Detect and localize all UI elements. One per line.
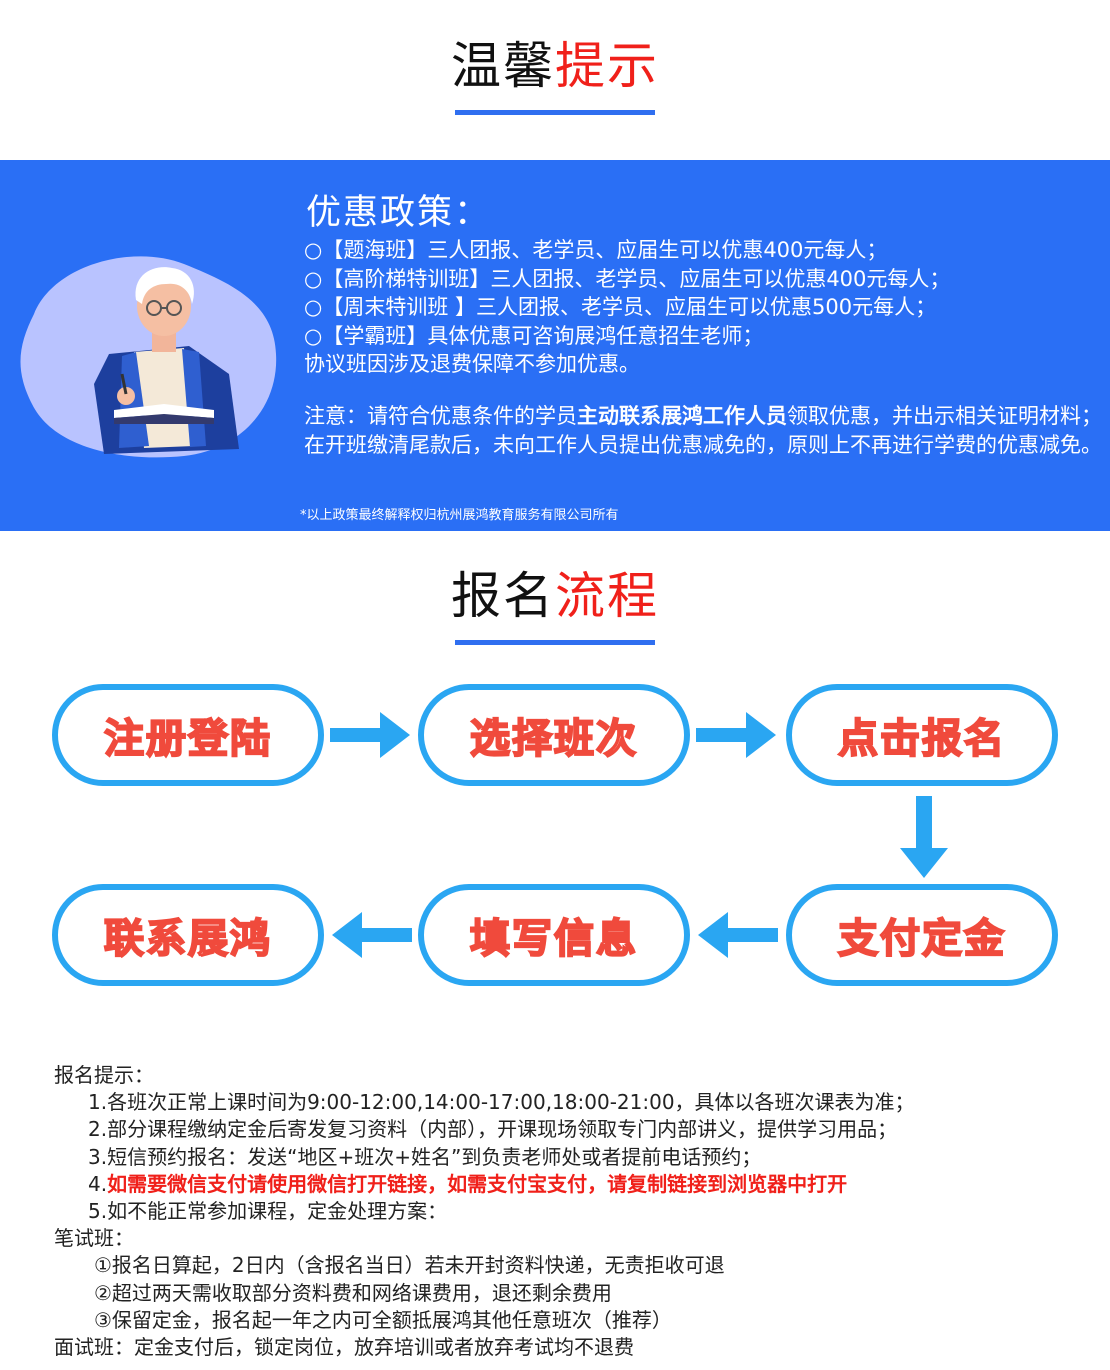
- step-label: 注册登陆: [103, 715, 272, 763]
- promo-line: ○【题海班】三人团报、老学员、应届生可以优惠400元每人；: [304, 238, 888, 262]
- written-option: ③保留定金，报名起一年之内可全额抵展鸿其他任意班次（推荐）: [94, 1307, 672, 1332]
- step-contact: 联系展鸿: [52, 884, 324, 986]
- tip-item-payment: 4.如需要微信支付请使用微信打开链接，如需支付宝支付，请复制链接到浏览器中打开: [54, 1171, 915, 1198]
- arrow-left-icon: [332, 912, 412, 958]
- promo-line: ○【学霸班】具体优惠可咨询展鸿任意招生老师；: [304, 323, 764, 348]
- section-title-process: 报名流程: [0, 566, 1110, 626]
- tip-item: 5.如不能正常参加课程，定金处理方案：: [88, 1199, 448, 1224]
- step-fill-info: 填写信息: [418, 884, 690, 986]
- step-pay-deposit: 支付定金: [786, 884, 1058, 986]
- title-underline: [455, 110, 655, 115]
- step-register: 注册登陆: [52, 684, 324, 786]
- arrow-right-icon: [696, 712, 776, 758]
- promo-panel: 优惠政策： ○【题海班】三人团报、老学员、应届生可以优惠400元每人； ○【高阶…: [0, 160, 1110, 531]
- step-label: 填写信息: [469, 915, 638, 963]
- step-label: 选择班次: [469, 715, 638, 763]
- promo-note: 注意：请符合优惠条件的学员主动联系展鸿工作人员领取优惠，并出示相关证明材料；在开…: [304, 402, 1104, 459]
- title-part-black: 报名: [451, 567, 555, 625]
- step-choose-class: 选择班次: [418, 684, 690, 786]
- tip-item: 1.各班次正常上课时间为9:00-12:00,14:00-17:00,18:00…: [88, 1090, 915, 1115]
- promo-heading: 优惠政策：: [306, 193, 492, 233]
- tip-item: 3.短信预约报名：发送“地区+班次+姓名”到负责老师处或者提前电话预约；: [88, 1144, 762, 1169]
- tip-item: 2.部分课程缴纳定金后寄发复习资料（内部），开课现场领取专门内部讲义，提供学习用…: [88, 1117, 898, 1142]
- promo-note-bold: 主动联系展鸿工作人员: [577, 404, 787, 428]
- tips-heading: 报名提示：: [54, 1063, 154, 1087]
- written-option: ②超过两天需收取部分资料费和网络课费用，退还剩余费用: [94, 1280, 612, 1305]
- title-part-red: 提示: [555, 37, 659, 95]
- arrow-down-icon: [900, 796, 948, 878]
- arrow-right-icon: [330, 712, 410, 758]
- written-class-label: 笔试班：: [54, 1226, 134, 1251]
- promo-note-suffix: 领取优惠，并出示相关证明材料；在开班缴清尾款后，未向工作人员提出优惠减免的，原则…: [304, 404, 1102, 457]
- arrow-left-icon: [698, 912, 778, 958]
- title-underline: [455, 640, 655, 645]
- promo-line: 协议班因涉及退费保障不参加优惠。: [304, 352, 640, 376]
- step-label: 联系展鸿: [103, 915, 272, 963]
- written-option: ①报名日算起，2日内（含报名当日）若未开封资料快递，无责拒收可退: [94, 1253, 725, 1278]
- promo-list: ○【题海班】三人团报、老学员、应届生可以优惠400元每人； ○【高阶梯特训班】三…: [304, 236, 950, 379]
- step-label: 点击报名: [837, 715, 1006, 763]
- teacher-illustration: [20, 256, 277, 458]
- promo-line: ○【高阶梯特训班】三人团报、老学员、应届生可以优惠400元每人；: [304, 266, 951, 291]
- promo-footnote: *以上政策最终解释权归杭州展鸿教育服务有限公司所有: [300, 508, 619, 523]
- enroll-tips: 报名提示： 1.各班次正常上课时间为9:00-12:00,14:00-17:00…: [54, 1062, 915, 1361]
- tip-number: 4.: [88, 1171, 108, 1196]
- promo-line: ○【周末特训班 】三人团报、老学员、应届生可以优惠500元每人；: [304, 295, 937, 319]
- step-click-enroll: 点击报名: [786, 684, 1058, 786]
- section-title-tips: 温馨提示: [0, 36, 1110, 96]
- promo-note-prefix: 注意：请符合优惠条件的学员: [304, 404, 577, 428]
- interview-class-note: 面试班：定金支付后，锁定岗位，放弃培训或者放弃考试均不退费: [54, 1335, 634, 1360]
- step-label: 支付定金: [837, 915, 1006, 963]
- title-part-black: 温馨: [451, 37, 555, 95]
- title-part-red: 流程: [555, 567, 659, 625]
- tip-payment-warning: 如需要微信支付请使用微信打开链接，如需支付宝支付，请复制链接到浏览器中打开: [107, 1171, 848, 1196]
